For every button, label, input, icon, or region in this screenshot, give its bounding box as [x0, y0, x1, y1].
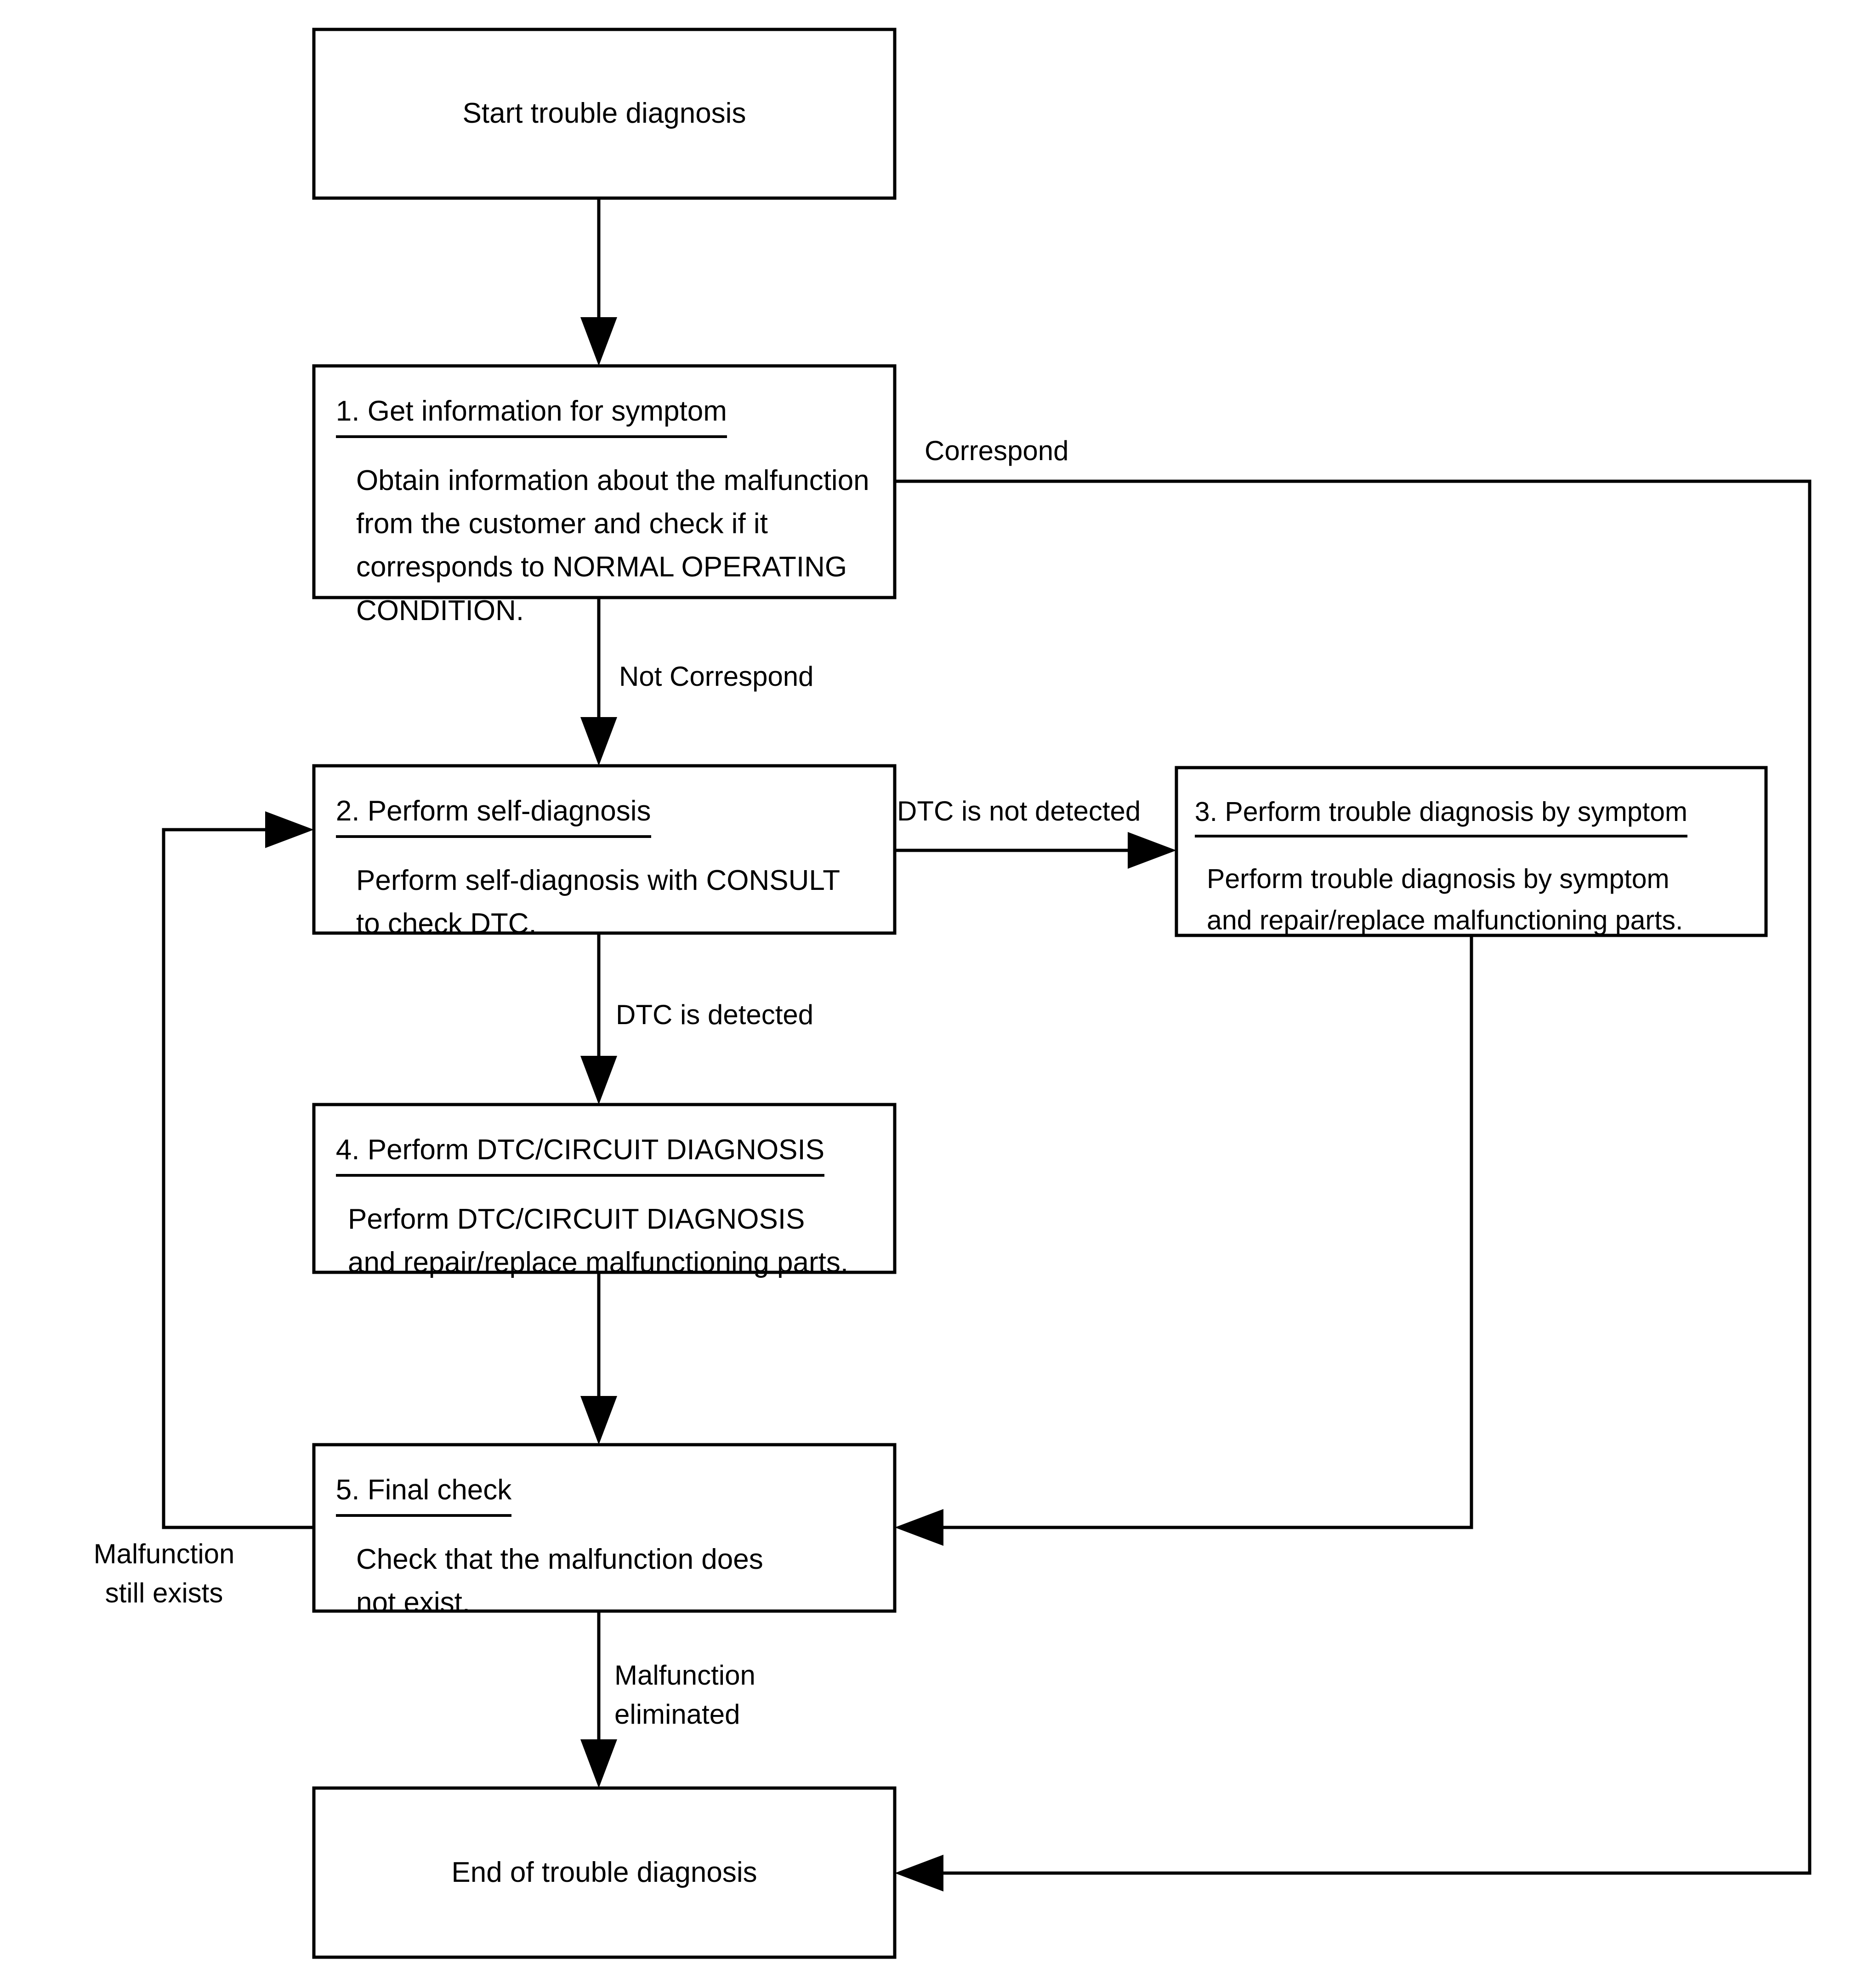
- step3-body: Perform trouble diagnosis by symptom and…: [1207, 864, 1683, 935]
- arrowhead-step4-to-step5: [580, 1396, 617, 1445]
- arrowhead-step2-to-step4: [580, 1056, 617, 1105]
- arrowhead-step3-to-step5: [895, 1509, 943, 1546]
- end-box: End of trouble diagnosis: [314, 1788, 895, 1957]
- step4-box: 4. Perform DTC/CIRCUIT DIAGNOSIS Perform…: [314, 1105, 895, 1278]
- edge-label-dtc-not-detected: DTC is not detected: [897, 796, 1141, 826]
- step5-box: 5. Final check Check that the malfunctio…: [314, 1445, 895, 1618]
- edge-label-not-correspond: Not Correspond: [619, 661, 814, 692]
- step1-box-outline: [312, 364, 897, 599]
- step3-box-outline: [1175, 766, 1768, 937]
- end-box-label: End of trouble diagnosis: [451, 1856, 757, 1888]
- start-box-label: Start trouble diagnosis: [462, 97, 746, 130]
- edge-label-dtc-detected: DTC is detected: [616, 999, 814, 1030]
- step5-title: 5. Final check: [335, 1469, 512, 1517]
- step4-title: 4. Perform DTC/CIRCUIT DIAGNOSIS: [335, 1128, 825, 1177]
- step2-body: Perform self-diagnosis with CONSULT to c…: [356, 864, 840, 940]
- edge-label-correspond: Correspond: [925, 435, 1069, 466]
- step1-box: 1. Get information for symptom Obtain in…: [314, 366, 895, 627]
- step2-box: 2. Perform self-diagnosis Perform self-d…: [314, 766, 895, 940]
- step1-title: 1. Get information for symptom: [335, 390, 727, 438]
- arrowhead-correspond-to-end: [895, 1855, 943, 1891]
- step5-box-outline: [312, 1443, 897, 1613]
- edge-label-malfunction-eliminated: Malfunction eliminated: [614, 1660, 755, 1730]
- end-box-outline: [312, 1786, 897, 1959]
- arrowhead-start-to-step1: [580, 317, 617, 366]
- edge-step5-to-step2-loop: [162, 828, 314, 1529]
- arrowhead-step2-to-step3: [1128, 832, 1176, 869]
- arrowhead-loop-to-step2: [265, 811, 314, 848]
- step2-title: 2. Perform self-diagnosis: [335, 790, 651, 838]
- arrowhead-step5-to-end: [580, 1739, 617, 1788]
- step4-body: Perform DTC/CIRCUIT DIAGNOSIS and repair…: [348, 1203, 849, 1279]
- step3-title: 3. Perform trouble diagnosis by symptom: [1194, 792, 1688, 837]
- step2-box-outline: [312, 764, 897, 935]
- edge-step1-correspond-to-end: [895, 479, 1812, 1875]
- step1-body: Obtain information about the malfunction…: [356, 464, 869, 627]
- start-box: Start trouble diagnosis: [314, 29, 895, 198]
- start-box-outline: [312, 28, 897, 200]
- step4-box-outline: [312, 1103, 897, 1274]
- step5-body: Check that the malfunction does not exis…: [356, 1543, 763, 1619]
- edge-label-malfunction-still-exists: Malfunction still exists: [93, 1538, 235, 1609]
- step3-box: 3. Perform trouble diagnosis by symptom …: [1176, 768, 1766, 935]
- arrowhead-step1-to-step2: [580, 717, 617, 766]
- edge-step3-to-step5: [924, 935, 1473, 1529]
